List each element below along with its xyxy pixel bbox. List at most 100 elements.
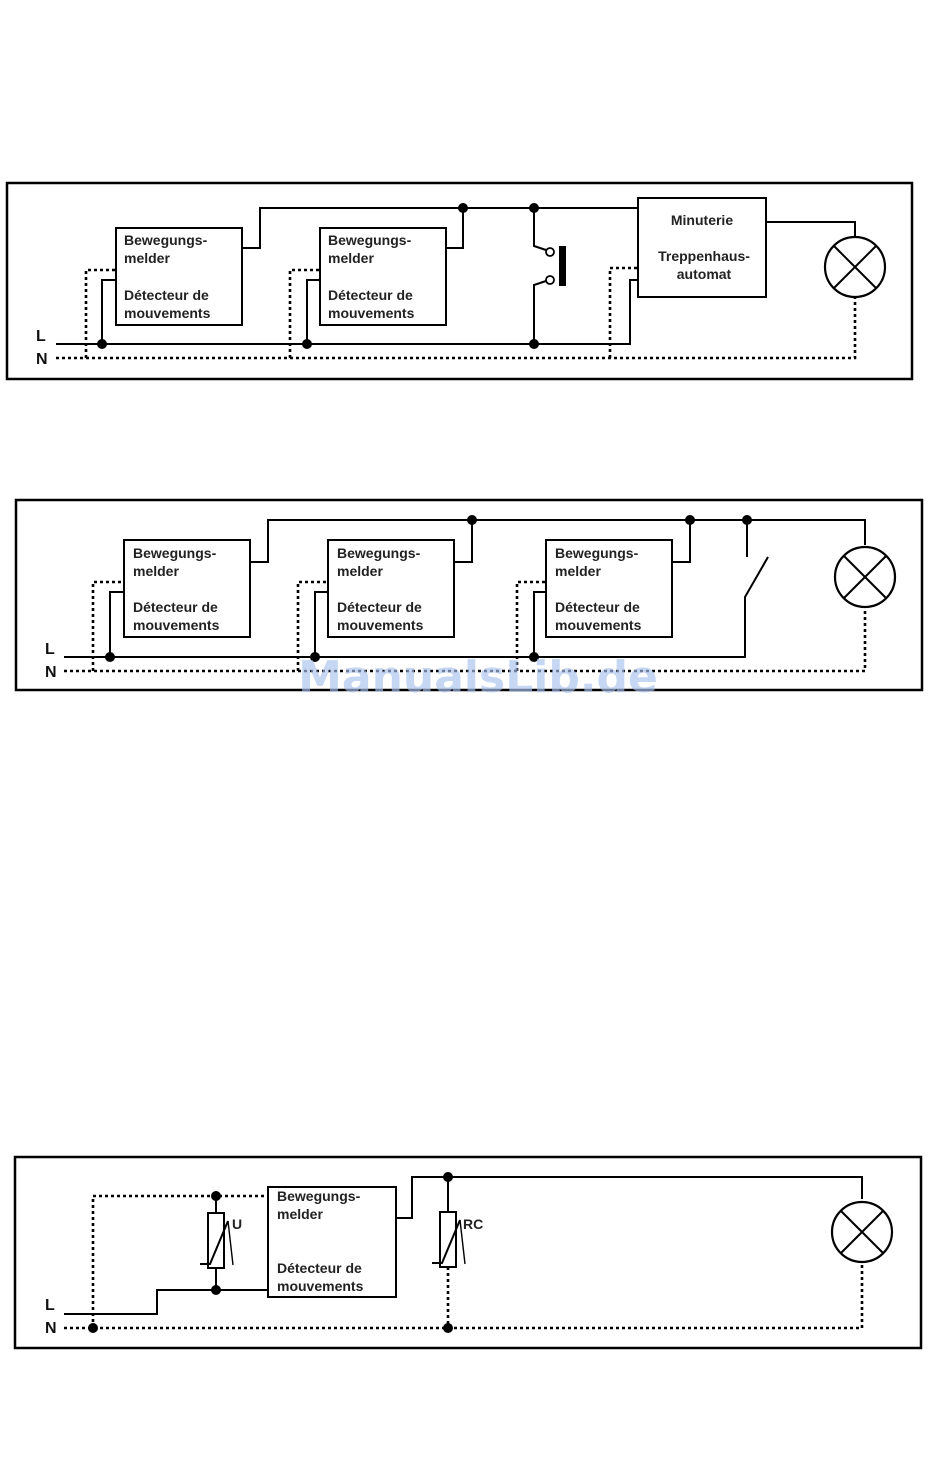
detector-n-feed — [91, 580, 124, 671]
lamp-icon — [833, 545, 897, 609]
switched-wire — [446, 208, 464, 249]
detector-label-de-2: melder — [337, 563, 383, 579]
varistor-u-icon — [200, 1212, 234, 1269]
timer-label-de-1: Treppenhaus- — [658, 248, 750, 264]
line-label: L — [45, 1297, 55, 1314]
detector-label-de-2: melder — [277, 1206, 323, 1222]
timer-label-fr: Minuterie — [671, 212, 733, 228]
junction-dot — [529, 203, 539, 213]
detector-label-de-1: Bewegungs- — [337, 545, 421, 561]
motion-detector-box — [267, 1186, 397, 1298]
switched-wire — [396, 1176, 863, 1219]
lamp-icon — [830, 1200, 894, 1264]
junction-dot — [211, 1191, 221, 1201]
detector-label-fr-2: mouvements — [337, 617, 424, 633]
detector-label-fr-2: mouvements — [328, 305, 415, 321]
junction-dot — [211, 1285, 221, 1295]
line-label: L — [36, 328, 46, 345]
watermark: ManualsLib.de — [298, 652, 658, 703]
switched-wire — [454, 520, 473, 563]
junction-dot — [97, 339, 107, 349]
detector-label-fr-2: mouvements — [133, 617, 220, 633]
pushbutton-icon — [559, 246, 566, 286]
detector-label-fr-1: Détecteur de — [337, 599, 422, 615]
diagram-3-frame — [13, 1155, 923, 1350]
diagram-1: L N Bewegungs- melder Détecteur de mouve… — [5, 181, 914, 381]
detector-n-feed — [84, 268, 116, 358]
diagram-2-frame — [14, 498, 924, 692]
detector-label-de-2: melder — [555, 563, 601, 579]
varistor-rc-label: RC — [463, 1216, 483, 1232]
junction-dot — [443, 1172, 453, 1182]
junction-dot — [529, 339, 539, 349]
pushbutton-contact — [545, 247, 555, 257]
detector-label-fr-1: Détecteur de — [133, 599, 218, 615]
junction-dot — [105, 652, 115, 662]
detector-l-feed — [314, 591, 328, 657]
detector-label-de-1: Bewegungs- — [328, 232, 412, 248]
timer-label-de-2: automat — [677, 266, 732, 282]
switched-wire — [250, 519, 866, 563]
detector-label-fr-2: mouvements — [124, 305, 211, 321]
varistor-u-label: U — [232, 1216, 242, 1232]
detector-label-fr-1: Détecteur de — [277, 1260, 362, 1276]
varistor-rc-icon — [432, 1211, 466, 1268]
line-label: L — [45, 641, 55, 658]
detector-n-feed — [296, 580, 328, 671]
junction-dot — [443, 1323, 453, 1333]
junction-dot — [742, 515, 752, 525]
junction-dot — [529, 652, 539, 662]
detector-n-feed — [515, 580, 546, 671]
line-wire — [64, 556, 769, 658]
junction-dot — [685, 515, 695, 525]
staircase-timer-box — [637, 197, 767, 298]
detector-n-feed — [91, 1194, 268, 1328]
detector-label-de-2: melder — [328, 250, 374, 266]
junction-dot — [458, 203, 468, 213]
detector-label-de-1: Bewegungs- — [555, 545, 639, 561]
line-wire — [56, 279, 638, 345]
diagram-1-frame — [5, 181, 914, 381]
pushbutton-wire — [533, 280, 547, 344]
diagram-3: L N U Bewegungs- melder Détecteur de mou… — [13, 1155, 923, 1350]
neutral-label: N — [45, 664, 57, 681]
pushbutton-wire — [533, 208, 547, 251]
motion-detector-box — [327, 539, 455, 638]
neutral-wire — [64, 1265, 864, 1330]
detector-label-fr-1: Détecteur de — [555, 599, 640, 615]
lamp-wire — [766, 221, 856, 237]
neutral-wire — [64, 608, 867, 673]
neutral-wire — [56, 297, 857, 360]
detector-label-de-1: Bewegungs- — [277, 1188, 361, 1204]
detector-l-feed — [533, 591, 546, 657]
junction-dot — [467, 515, 477, 525]
timer-n-feed — [608, 266, 638, 358]
neutral-label: N — [45, 1320, 57, 1337]
detector-l-feed — [101, 279, 116, 344]
detector-label-de-1: Bewegungs- — [124, 232, 208, 248]
motion-detector-box — [123, 539, 251, 638]
switched-wire — [242, 207, 638, 249]
motion-detector-box — [319, 227, 447, 326]
detector-label-fr-1: Détecteur de — [124, 287, 209, 303]
motion-detector-box — [115, 227, 243, 326]
neutral-label: N — [36, 351, 48, 368]
motion-detector-box — [545, 539, 673, 638]
detector-l-feed — [306, 279, 320, 344]
detector-label-de-2: melder — [124, 250, 170, 266]
detector-label-de-1: Bewegungs- — [133, 545, 217, 561]
detector-n-feed — [288, 268, 320, 358]
junction-dot — [88, 1323, 98, 1333]
line-wire — [64, 1289, 268, 1315]
switched-wire — [672, 520, 691, 563]
detector-label-de-2: melder — [133, 563, 179, 579]
detector-label-fr-2: mouvements — [555, 617, 642, 633]
detector-label-fr-1: Détecteur de — [328, 287, 413, 303]
pushbutton-contact — [545, 275, 555, 285]
detector-label-fr-2: mouvements — [277, 1278, 364, 1294]
diagram-2: L N Bewegungs- melder Détecteur de mouve… — [14, 498, 924, 703]
detector-l-feed — [109, 591, 124, 657]
junction-dot — [302, 339, 312, 349]
junction-dot — [310, 652, 320, 662]
